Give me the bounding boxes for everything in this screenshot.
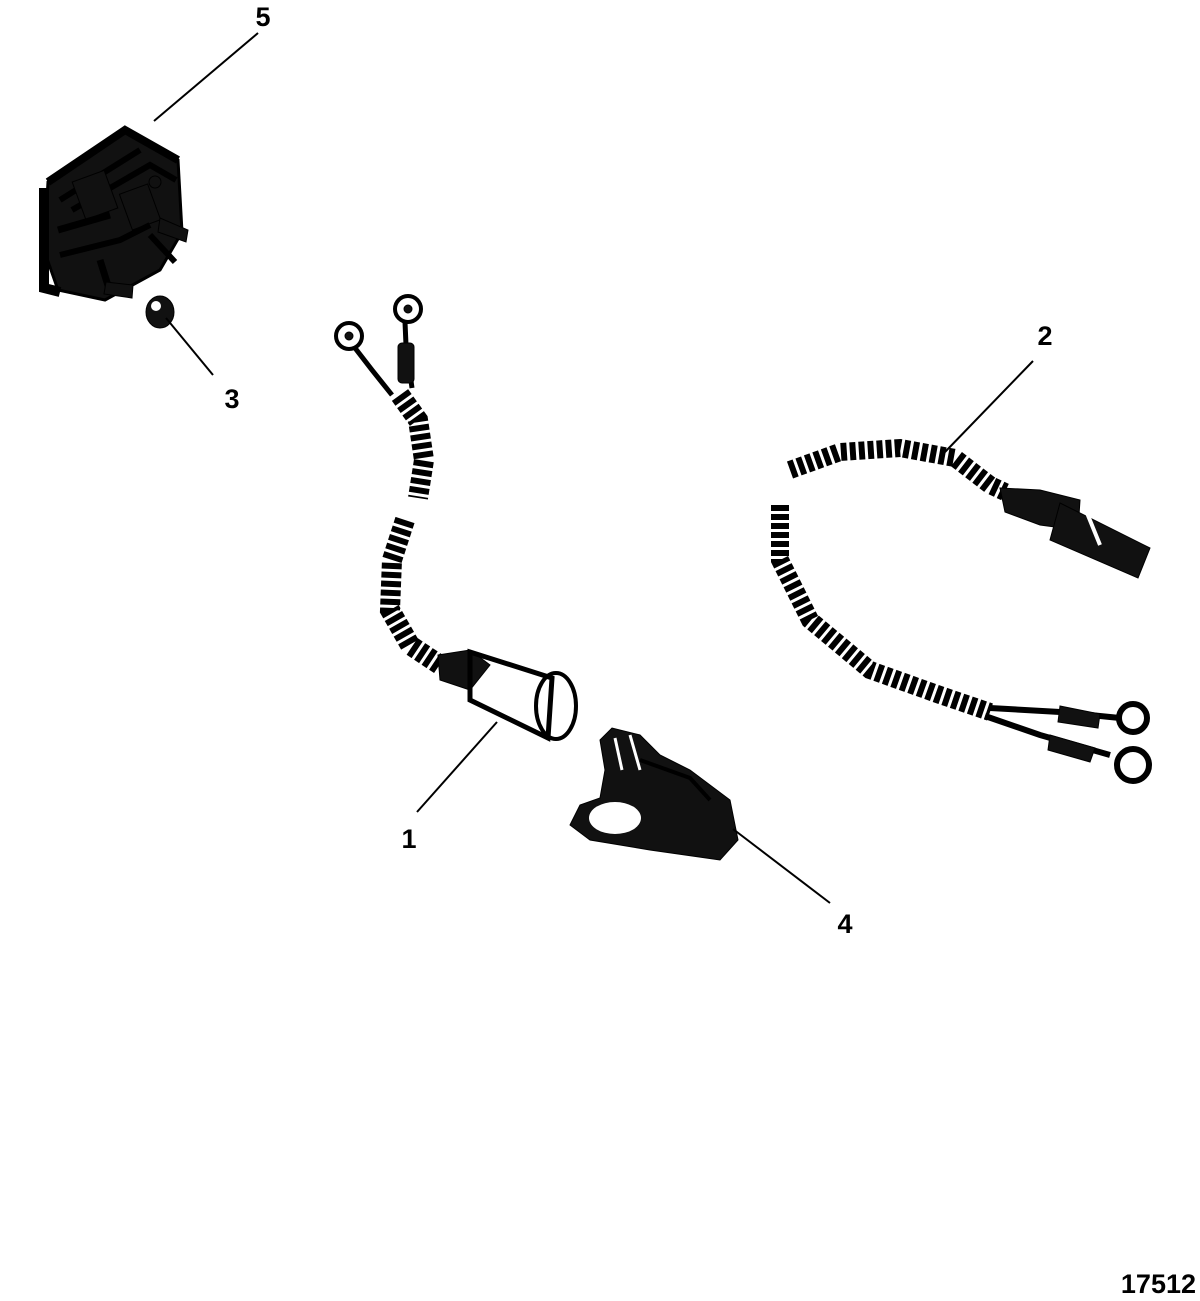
callout-1: 1 bbox=[401, 824, 416, 854]
leader-line-1 bbox=[416, 721, 498, 813]
callout-2: 2 bbox=[1037, 321, 1052, 351]
leader-line-5 bbox=[153, 32, 259, 122]
part-2-harness bbox=[771, 438, 1152, 784]
figure-number: 17512 bbox=[1121, 1269, 1196, 1299]
leader-line-2 bbox=[944, 360, 1034, 453]
part-5-breaker-box bbox=[39, 125, 189, 302]
part-4-terminal-boot bbox=[569, 727, 739, 861]
callout-3: 3 bbox=[224, 384, 239, 414]
leader-line-3 bbox=[165, 317, 214, 376]
leader-line-4 bbox=[732, 828, 831, 904]
callout-4: 4 bbox=[837, 909, 852, 939]
callout-5: 5 bbox=[255, 2, 270, 32]
part-1-harness bbox=[334, 294, 578, 742]
